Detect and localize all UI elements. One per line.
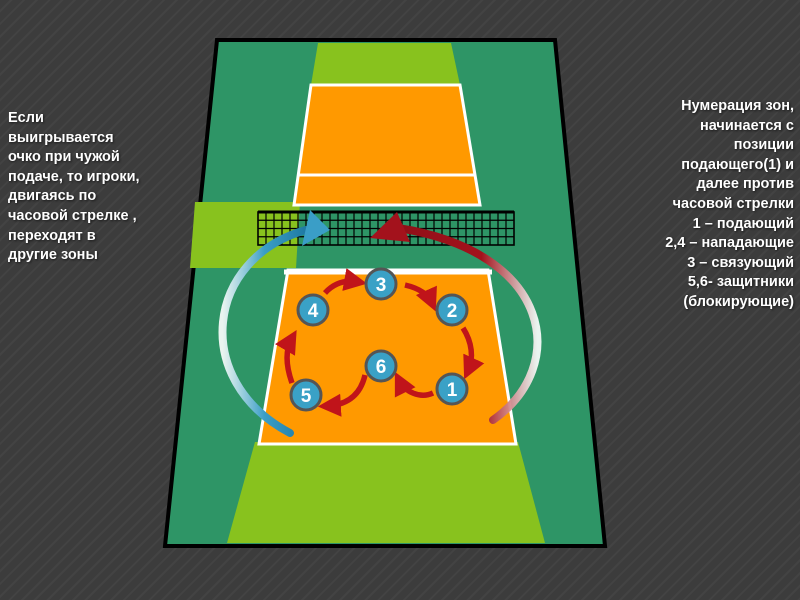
arrow-2-to-1	[460, 326, 485, 380]
zone-5: 5	[289, 378, 323, 412]
arrow-3-to-2	[404, 282, 437, 312]
zone-4: 4	[296, 293, 330, 327]
arrow-5-to-4	[275, 330, 297, 384]
arrow-6-to-5	[317, 374, 368, 417]
zone-6-label: 6	[376, 357, 387, 378]
left-caption: Если выигрывается очко при чужой подаче,…	[8, 110, 140, 264]
rotation-arrows	[275, 268, 485, 417]
zone-3: 3	[364, 267, 398, 301]
switch-arrow-left	[218, 210, 330, 437]
zone-2: 2	[435, 293, 469, 327]
right-caption: Нумерация зон, начинается с позиции пода…	[665, 98, 794, 310]
arrow-1-to-6	[394, 371, 435, 398]
switch-arrow-right	[370, 212, 542, 424]
zone-2-label: 2	[447, 301, 458, 322]
zone-1-label: 1	[447, 380, 458, 401]
net	[257, 210, 515, 246]
free-zone-top	[311, 43, 460, 85]
zone-1: 1	[435, 372, 469, 406]
zone-3-label: 3	[376, 275, 387, 296]
free-zone-left	[190, 202, 300, 268]
zone-4-label: 4	[308, 301, 319, 322]
zone-5-label: 5	[301, 386, 312, 407]
arrow-4-to-3	[322, 268, 368, 295]
zone-6: 6	[364, 349, 398, 383]
court-far-half	[292, 83, 482, 207]
free-zone-bottom	[227, 442, 545, 543]
